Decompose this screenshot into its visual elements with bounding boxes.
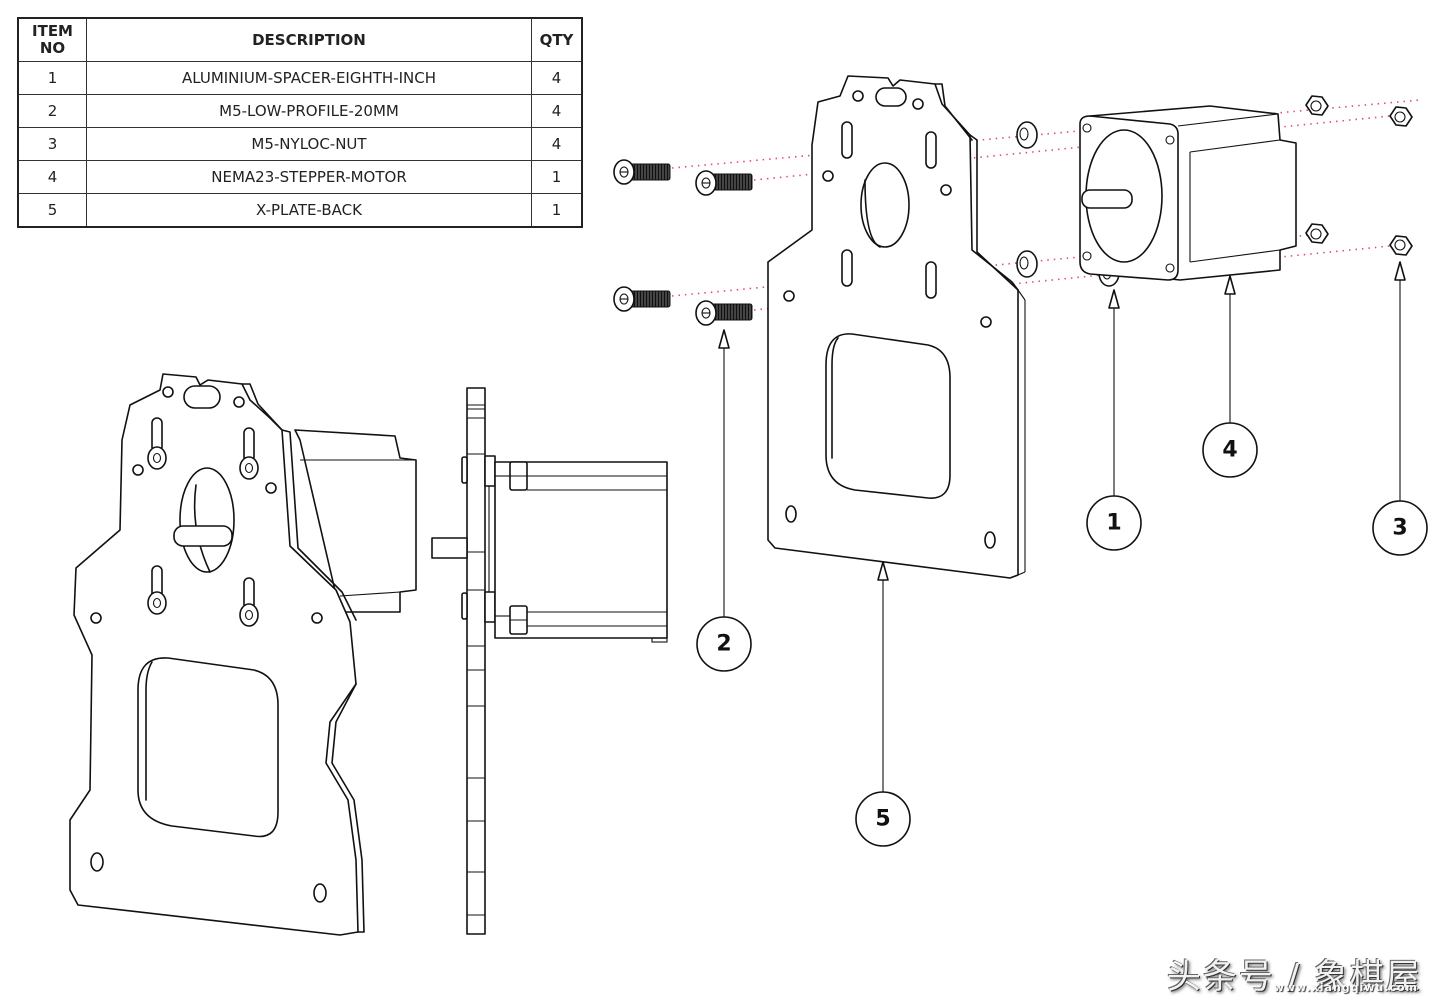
screw-m5 xyxy=(613,286,671,312)
x-plate-back-exploded xyxy=(767,75,1026,579)
balloon-3-label: 3 xyxy=(1392,516,1407,541)
item-no: 2 xyxy=(17,94,87,128)
nylon-nut xyxy=(1389,106,1413,127)
balloon-4-label: 4 xyxy=(1222,438,1237,463)
watermark: 头条号 / 象棋屋 www.xiangqiwu.com xyxy=(1167,949,1422,998)
screw-m5 xyxy=(695,300,753,326)
balloon-1-label: 1 xyxy=(1106,511,1121,536)
spacer xyxy=(1016,250,1038,278)
screw-m5 xyxy=(695,170,753,196)
balloon-2: 2 xyxy=(696,616,752,672)
qty: 1 xyxy=(531,160,583,194)
description: ALUMINIUM-SPACER-EIGHTH-INCH xyxy=(86,61,532,95)
nema23-stepper-motor-exploded xyxy=(1079,105,1297,281)
leader-lines xyxy=(718,261,1406,792)
watermark-site: www.xiangqiwu.com xyxy=(1273,981,1418,994)
qty: 1 xyxy=(531,193,583,228)
description: X-PLATE-BACK xyxy=(86,193,532,228)
assembled-isometric-view xyxy=(69,373,417,936)
description: NEMA23-STEPPER-MOTOR xyxy=(86,160,532,194)
screw-installed xyxy=(147,565,167,615)
watermark-text: 头条号 / 象棋屋 xyxy=(1166,957,1422,997)
header-qty: QTY xyxy=(531,17,583,62)
balloon-4: 4 xyxy=(1202,422,1258,478)
balloon-5-label: 5 xyxy=(875,807,890,832)
screw-m5-group xyxy=(613,159,753,326)
exploded-view: 1 2 3 4 5 xyxy=(613,75,1428,847)
balloon-2-label: 2 xyxy=(716,632,731,657)
item-no: 4 xyxy=(17,160,87,194)
item-no: 5 xyxy=(17,193,87,228)
balloon-3: 3 xyxy=(1372,500,1428,556)
screw-installed xyxy=(239,427,259,480)
side-view xyxy=(431,387,668,935)
description: M5-NYLOC-NUT xyxy=(86,127,532,161)
nylon-nut xyxy=(1305,95,1329,116)
screw-installed xyxy=(147,417,167,470)
balloon-5: 5 xyxy=(855,791,911,847)
spacer xyxy=(1016,121,1038,149)
screw-installed xyxy=(239,577,259,627)
header-description: DESCRIPTION xyxy=(86,17,532,62)
nylon-nut xyxy=(1305,223,1329,244)
description: M5-LOW-PROFILE-20MM xyxy=(86,94,532,128)
bom-header-row: ITEM NO DESCRIPTION QTY xyxy=(17,17,583,62)
nut-group xyxy=(1305,95,1413,256)
nylon-nut xyxy=(1389,235,1413,256)
screw-m5 xyxy=(613,159,671,185)
balloon-1: 1 xyxy=(1086,495,1142,551)
